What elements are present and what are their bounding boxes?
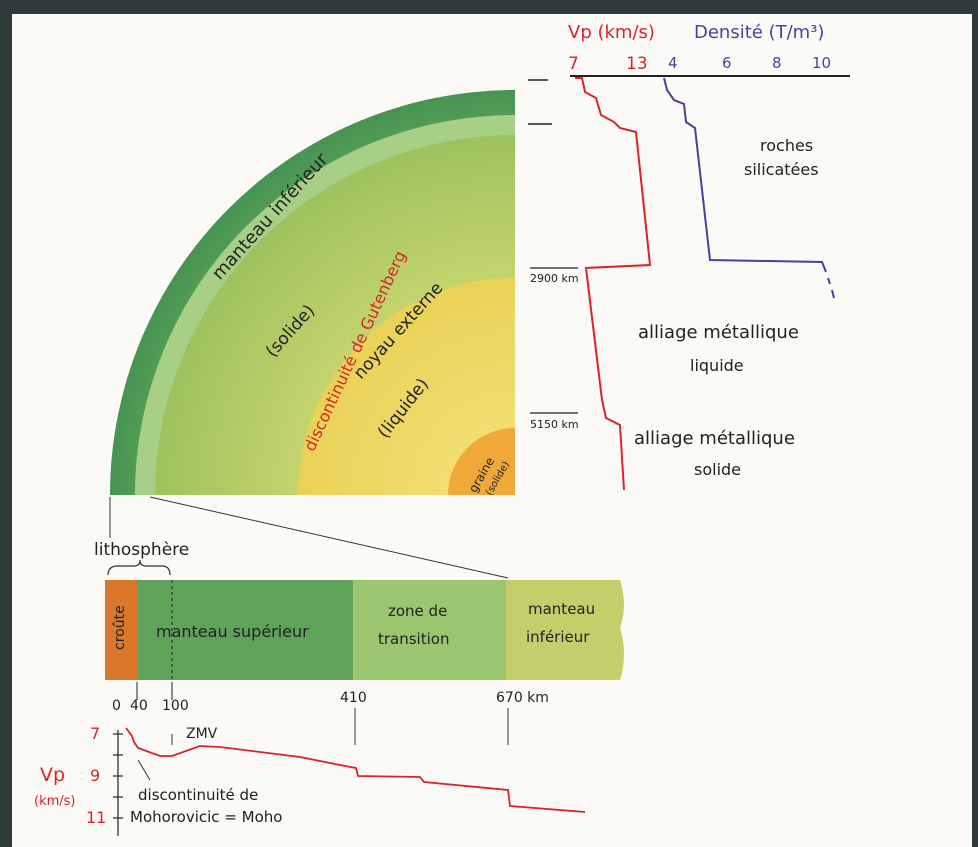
strip-tick-670: 670 km bbox=[496, 690, 549, 706]
solid-alloy-line2: solide bbox=[694, 460, 742, 479]
strip-tick-100: 100 bbox=[162, 698, 189, 714]
outer-core-region bbox=[298, 278, 515, 495]
strip-lower-mantle bbox=[506, 580, 624, 680]
transition-line2: transition bbox=[378, 630, 450, 648]
vp-axis-label: Vp (km/s) bbox=[568, 22, 655, 43]
vp-profile-curve bbox=[575, 77, 652, 491]
density-tick-4: 4 bbox=[668, 54, 678, 72]
liquid-alloy-line1: alliage métallique bbox=[638, 322, 799, 343]
lower-mantle-strip-line1: manteau bbox=[528, 600, 596, 618]
lower-mantle-strip-line2: inférieur bbox=[526, 628, 590, 646]
bottom-tick-7-label: 7 bbox=[90, 724, 101, 743]
density-tick-8: 8 bbox=[772, 54, 782, 72]
strip-tick-40: 40 bbox=[130, 698, 148, 714]
depth-5150: 5150 km bbox=[530, 418, 579, 431]
bottom-tick-9-label: 9 bbox=[90, 766, 101, 785]
density-dash-2 bbox=[831, 289, 835, 299]
depth-2900: 2900 km bbox=[530, 272, 579, 285]
moho-line2: Mohorovicic = Moho bbox=[130, 808, 283, 826]
silicates-line1: roches bbox=[760, 136, 814, 155]
vp-tick-13: 13 bbox=[626, 54, 648, 74]
bottom-tick-11-label: 11 bbox=[86, 808, 107, 827]
bottom-vp-unit: (km/s) bbox=[34, 794, 76, 809]
inner-core-region bbox=[448, 428, 515, 495]
vp-tick-7: 7 bbox=[568, 54, 579, 74]
upper-mantle-label: manteau supérieur bbox=[156, 622, 309, 641]
bottom-vp-label: Vp bbox=[40, 764, 66, 786]
moho-line1: discontinuité de bbox=[138, 786, 259, 804]
strip-tick-0: 0 bbox=[112, 698, 121, 714]
moho-pointer bbox=[137, 759, 151, 781]
silicates-line2: silicatées bbox=[744, 160, 819, 179]
strip-tick-410: 410 bbox=[340, 690, 367, 706]
connector-right bbox=[149, 496, 509, 579]
density-tick-6: 6 bbox=[722, 54, 732, 72]
solid-alloy-line1: alliage métallique bbox=[634, 428, 795, 449]
density-tick-10: 10 bbox=[812, 54, 832, 72]
density-dash-1 bbox=[827, 277, 831, 285]
strip-crust bbox=[105, 580, 137, 680]
lithosphere-brace bbox=[107, 559, 171, 576]
density-profile-curve bbox=[663, 77, 827, 273]
strip-transition bbox=[353, 580, 506, 680]
strip-upper-mantle bbox=[137, 580, 353, 680]
liquid-alloy-line2: liquide bbox=[690, 356, 744, 375]
lithosphere-label: lithosphère bbox=[94, 540, 190, 560]
crust-label: croûte bbox=[112, 605, 128, 650]
density-axis-label: Densité (T/m³) bbox=[694, 22, 825, 43]
bottom-vp-curve bbox=[125, 727, 586, 813]
transition-line1: zone de bbox=[388, 602, 448, 620]
zmv-label: ZMV bbox=[186, 726, 218, 742]
